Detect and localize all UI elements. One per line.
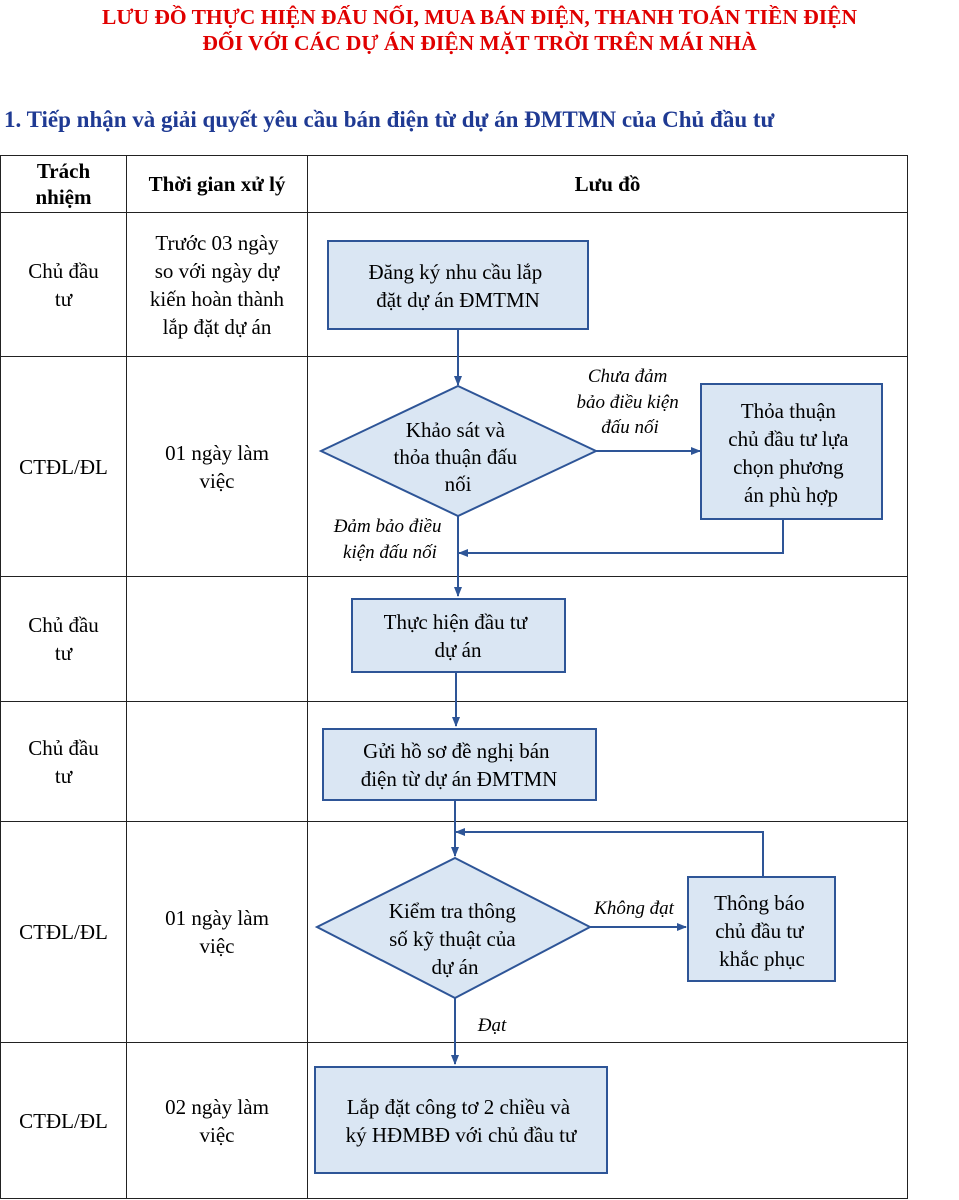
cell-line: 02 ngày làm	[165, 1094, 269, 1119]
responsibility-cell: Chủ đầu tư	[0, 701, 127, 822]
cell-line: việc	[199, 934, 235, 958]
cell-line: Trước 03 ngày	[155, 230, 279, 255]
cell-line: CTĐL/ĐL	[19, 1108, 108, 1133]
cell-line: kiến hoàn thành	[149, 286, 285, 311]
header-processing-time: Thời gian xử lý	[126, 155, 308, 213]
table-row: CTĐL/ĐL 01 ngày làm việc	[0, 356, 908, 577]
cell-line: tư	[54, 763, 73, 788]
time-cell	[126, 576, 308, 702]
header-responsibility-line: nhiệm	[35, 185, 92, 209]
responsibility-table: Trách nhiệm Thời gian xử lý Lưu đồ Chủ đ…	[0, 155, 908, 1199]
flowchart-cell	[307, 356, 908, 577]
time-cell: 02 ngày làm việc	[126, 1042, 308, 1199]
cell-line: tư	[54, 286, 73, 311]
responsibility-cell: CTĐL/ĐL	[0, 1042, 127, 1199]
table-row: CTĐL/ĐL 02 ngày làm việc	[0, 1042, 908, 1199]
cell-line: tư	[54, 641, 73, 665]
document-title-line-1: LƯU ĐỒ THỰC HIỆN ĐẤU NỐI, MUA BÁN ĐIỆN, …	[102, 5, 857, 29]
table-row: Chủ đầu tư	[0, 576, 908, 702]
table-header-row: Trách nhiệm Thời gian xử lý Lưu đồ	[0, 155, 908, 213]
flowchart-cell	[307, 701, 908, 822]
time-cell: 01 ngày làm việc	[126, 356, 308, 577]
header-responsibility: Trách nhiệm	[0, 155, 127, 213]
time-cell	[126, 701, 308, 822]
cell-line: việc	[199, 468, 235, 493]
flowchart-cell	[307, 821, 908, 1043]
cell-line: việc	[199, 1122, 235, 1147]
cell-line: lắp đặt dự án	[162, 314, 272, 339]
document-title: LƯU ĐỒ THỰC HIỆN ĐẤU NỐI, MUA BÁN ĐIỆN, …	[0, 4, 959, 56]
table-row: CTĐL/ĐL 01 ngày làm việc	[0, 821, 908, 1043]
flowchart-cell	[307, 576, 908, 702]
cell-line: CTĐL/ĐL	[19, 920, 108, 944]
table-row: Chủ đầu tư	[0, 701, 908, 822]
time-cell: Trước 03 ngày so với ngày dự kiến hoàn t…	[126, 212, 308, 357]
cell-line: Chủ đầu	[28, 613, 99, 637]
cell-line: Chủ đầu	[28, 735, 99, 760]
cell-line: 01 ngày làm	[165, 906, 269, 930]
flowchart-cell	[307, 212, 908, 357]
cell-line: Chủ đầu	[28, 258, 99, 283]
flowchart-cell	[307, 1042, 908, 1199]
time-cell: 01 ngày làm việc	[126, 821, 308, 1043]
section-heading: 1. Tiếp nhận và giải quyết yêu cầu bán đ…	[4, 107, 775, 132]
responsibility-cell: CTĐL/ĐL	[0, 356, 127, 577]
responsibility-cell: Chủ đầu tư	[0, 212, 127, 357]
responsibility-cell: CTĐL/ĐL	[0, 821, 127, 1043]
table-row: Chủ đầu tư Trước 03 ngày so với ngày dự …	[0, 212, 908, 357]
cell-line: 01 ngày làm	[165, 440, 269, 465]
document-title-line-2: ĐỐI VỚI CÁC DỰ ÁN ĐIỆN MẶT TRỜI TRÊN MÁI…	[202, 31, 757, 55]
cell-line: so với ngày dự	[154, 258, 280, 283]
header-flowchart: Lưu đồ	[307, 155, 908, 213]
responsibility-cell: Chủ đầu tư	[0, 576, 127, 702]
cell-line: CTĐL/ĐL	[19, 454, 108, 479]
header-responsibility-line: Trách	[36, 159, 91, 183]
